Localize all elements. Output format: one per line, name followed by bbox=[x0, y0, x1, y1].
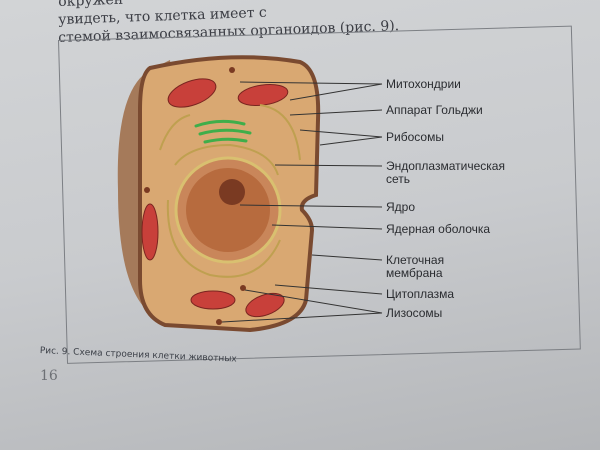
label-mitochondria: Митохондрии bbox=[386, 77, 461, 91]
label-membrane-line-1: Клеточная bbox=[386, 253, 445, 267]
leader-lines bbox=[221, 81, 383, 323]
label-ribosomes: Рибосомы bbox=[386, 130, 444, 144]
endoplasmic-reticulum bbox=[159, 104, 301, 278]
page-number: 16 bbox=[40, 368, 58, 384]
golgi-apparatus bbox=[194, 119, 252, 144]
label-lysosomes: Лизосомы bbox=[386, 306, 443, 320]
label-golgi: Аппарат Гольджи bbox=[386, 103, 483, 117]
label-nucleus: Ядро bbox=[386, 200, 416, 214]
mitochondria bbox=[141, 78, 289, 318]
nucleolus bbox=[219, 179, 245, 205]
label-er-line-2: сеть bbox=[386, 172, 411, 186]
label-nuclear-envelope: Ядерная оболочка bbox=[386, 222, 491, 236]
nucleus bbox=[186, 168, 270, 252]
label-er-line-1: Эндоплазматическая bbox=[386, 159, 505, 173]
label-cytoplasm: Цитоплазма bbox=[386, 287, 455, 301]
label-membrane-line-2: мембрана bbox=[386, 266, 443, 280]
lysosomes bbox=[144, 67, 246, 325]
